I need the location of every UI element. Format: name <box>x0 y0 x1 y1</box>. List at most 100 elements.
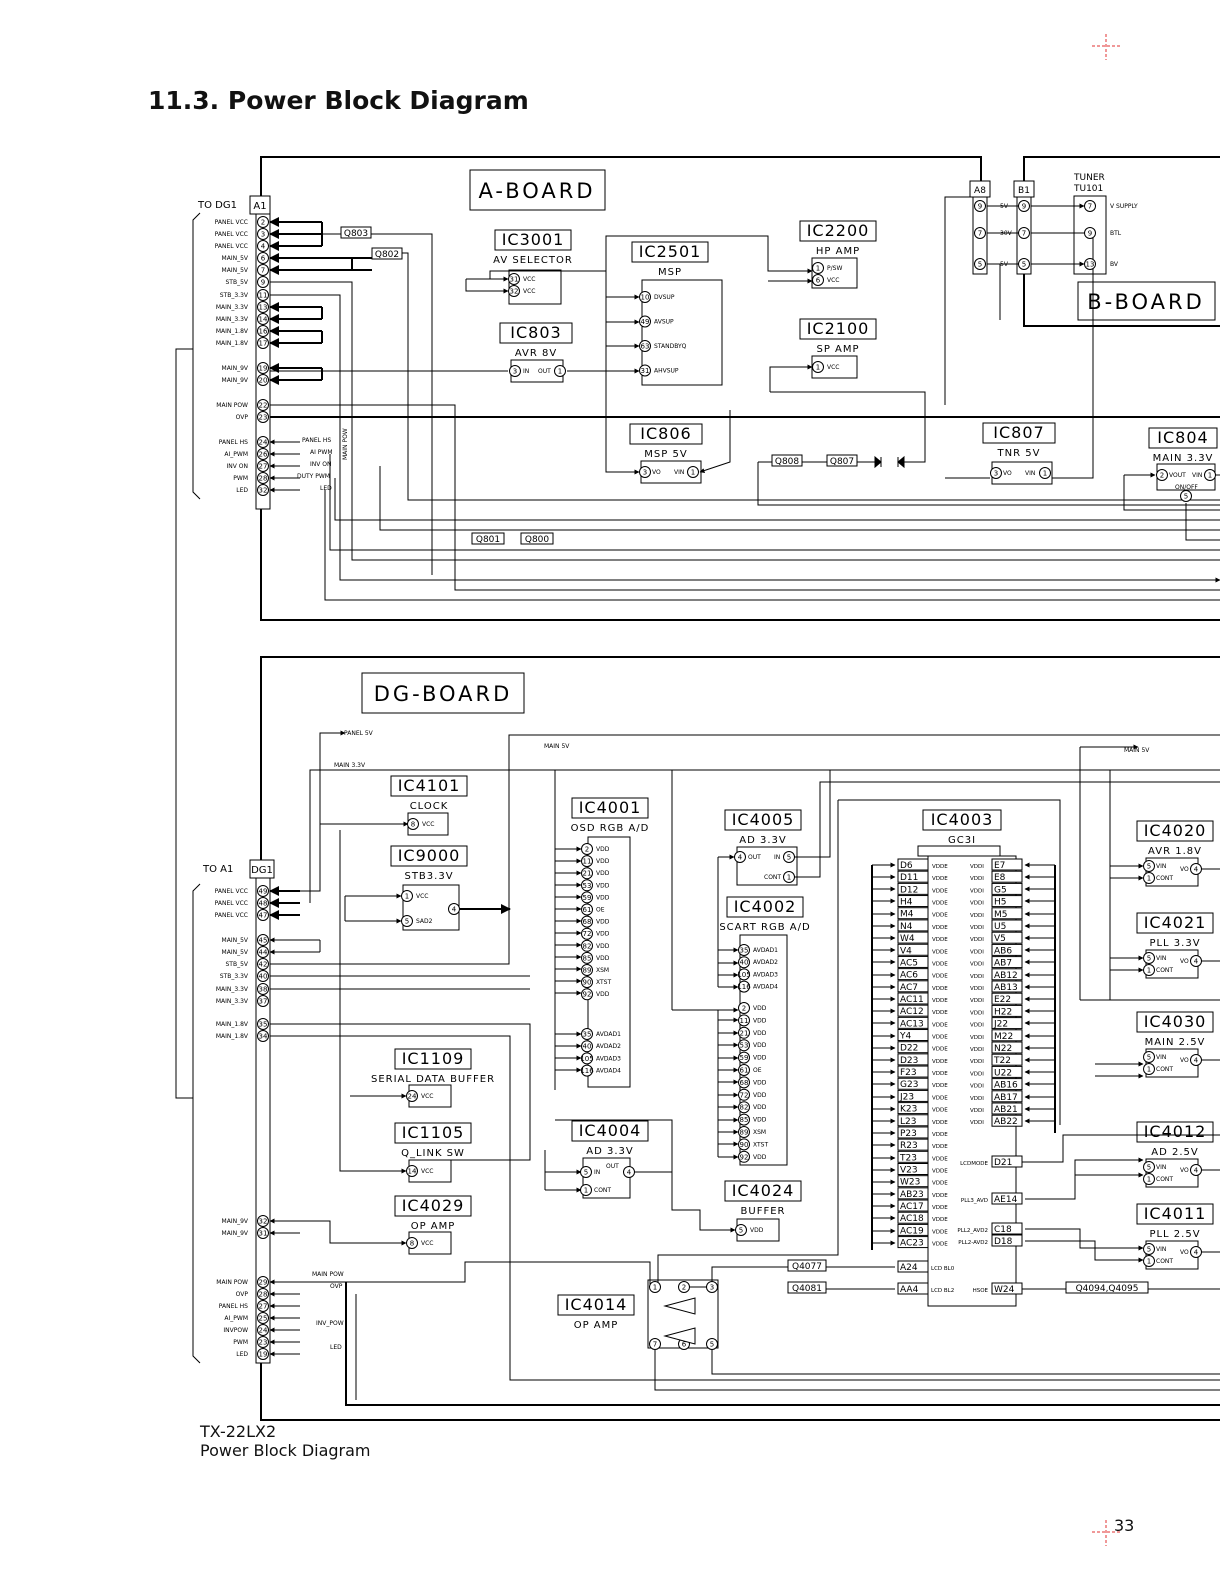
ic4002-pin-label: XSM <box>753 1129 766 1136</box>
svg-text:Q800: Q800 <box>525 535 550 545</box>
ic4002-pin-label: VDD <box>753 1104 767 1111</box>
svg-text:AC6: AC6 <box>900 971 918 981</box>
svg-text:PANEL HS: PANEL HS <box>302 437 331 444</box>
svg-text:VDDE: VDDE <box>932 1010 948 1016</box>
svg-text:4: 4 <box>1194 866 1199 874</box>
svg-text:H22: H22 <box>994 1007 1012 1017</box>
svg-text:AVR 1.8V: AVR 1.8V <box>1148 846 1202 857</box>
svg-text:59: 59 <box>583 894 592 902</box>
ic4001-pin-label: VDD <box>596 870 610 877</box>
svg-text:AC13: AC13 <box>900 1019 924 1029</box>
svg-text:5: 5 <box>1147 863 1151 871</box>
pin-59: 59 <box>738 1051 750 1064</box>
pin-1: 1 <box>1143 1173 1155 1185</box>
wire <box>711 1266 788 1282</box>
svg-text:61: 61 <box>583 906 592 914</box>
transistor-q4094,q4095: Q4094,Q4095 <box>1065 1281 1149 1294</box>
svg-text:AC23: AC23 <box>900 1239 924 1249</box>
pin-4: 4 <box>734 851 746 863</box>
svg-text:C18: C18 <box>994 1225 1012 1235</box>
svg-text:1: 1 <box>558 368 562 376</box>
svg-text:Q4081: Q4081 <box>792 1284 822 1294</box>
svg-text:7: 7 <box>1022 230 1026 238</box>
svg-text:VDDE: VDDE <box>932 949 948 955</box>
svg-text:28: 28 <box>259 475 268 483</box>
pin-53: 53 <box>738 1039 750 1052</box>
footer-caption: Power Block Diagram <box>200 1441 371 1460</box>
svg-text:MAIN POW: MAIN POW <box>216 1279 248 1286</box>
svg-text:VDDI: VDDI <box>970 998 984 1004</box>
svg-text:VDDI: VDDI <box>970 864 984 870</box>
ic4029-pin-label: VCC <box>421 1240 433 1247</box>
svg-text:IC803: IC803 <box>510 323 561 342</box>
svg-text:7: 7 <box>978 230 982 238</box>
svg-text:M22: M22 <box>994 1032 1013 1042</box>
svg-text:PANEL VCC: PANEL VCC <box>215 231 248 238</box>
tuner-pin-label: BV <box>1110 261 1119 268</box>
svg-text:1: 1 <box>816 265 820 273</box>
ic807-pin-label: VIN <box>1025 470 1035 477</box>
left-bracket-a <box>192 212 201 500</box>
pin-5: 5 <box>783 851 795 863</box>
svg-text:U5: U5 <box>994 922 1006 932</box>
pin-10: 10 <box>639 291 651 303</box>
svg-text:AA4: AA4 <box>900 1285 919 1295</box>
ic4005-pin-label: CONT <box>764 874 781 881</box>
a8-voltage: 30V <box>1000 230 1013 237</box>
svg-text:AI_PWM: AI_PWM <box>224 1315 248 1322</box>
svg-text:Y4: Y4 <box>899 1032 911 1042</box>
ic4101-pin-label: VCC <box>422 821 434 828</box>
svg-text:PLL2_AVD2: PLL2_AVD2 <box>957 1228 988 1234</box>
pin-82: 82 <box>738 1101 750 1114</box>
svg-text:7: 7 <box>1088 203 1092 211</box>
svg-text:LED: LED <box>330 1344 342 1351</box>
svg-text:1: 1 <box>1147 967 1151 975</box>
svg-text:BUFFER: BUFFER <box>741 1206 786 1217</box>
wire <box>795 770 831 858</box>
page-title: 11.3. Power Block Diagram <box>148 86 529 115</box>
svg-text:11: 11 <box>740 1017 749 1025</box>
pin-3: 3 <box>706 1281 718 1293</box>
svg-text:AD 3.3V: AD 3.3V <box>586 1146 633 1157</box>
svg-text:MAIN 5V: MAIN 5V <box>544 743 570 750</box>
to-a1-label: TO A1 <box>202 864 233 875</box>
wire <box>1123 475 1220 511</box>
wire <box>300 730 346 892</box>
svg-text:3: 3 <box>710 1284 714 1292</box>
pin-1: 1 <box>1143 964 1155 976</box>
pin-3: 3 <box>639 466 651 478</box>
svg-text:VDDE: VDDE <box>932 1169 948 1175</box>
ic9000-pin-label: SAD2 <box>416 918 433 925</box>
pin-2: 2 <box>581 843 593 855</box>
svg-text:2: 2 <box>742 1005 746 1013</box>
svg-text:37: 37 <box>259 998 268 1006</box>
svg-text:MAIN_3.3V: MAIN_3.3V <box>216 316 249 323</box>
svg-text:IC4101: IC4101 <box>398 776 461 795</box>
svg-text:VDDI: VDDI <box>970 1023 984 1029</box>
pin-7: 7 <box>1018 227 1030 239</box>
pin-5: 5 <box>401 915 413 927</box>
svg-text:W4: W4 <box>900 934 915 944</box>
pin-92: 92 <box>738 1150 750 1163</box>
pin-2: 2 <box>738 1002 750 1014</box>
ic4011-pin-label: CONT <box>1156 1258 1173 1265</box>
svg-text:PANEL VCC: PANEL VCC <box>215 912 248 919</box>
